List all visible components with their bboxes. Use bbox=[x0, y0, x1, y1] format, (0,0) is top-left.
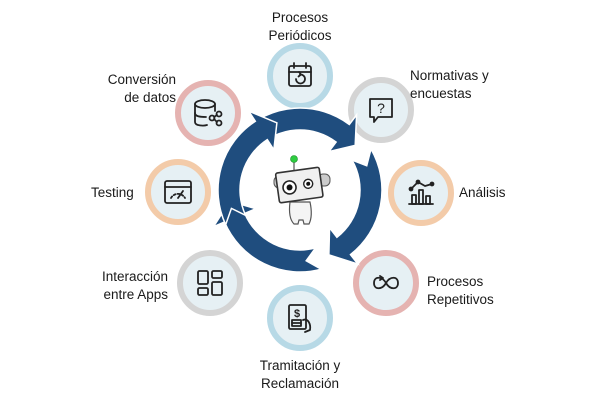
node-label-testing: Testing bbox=[91, 185, 134, 200]
bar-chart-trend-icon bbox=[408, 179, 435, 205]
app-grid-icon bbox=[197, 270, 223, 296]
node-ring bbox=[145, 159, 211, 225]
calendar-refresh-icon bbox=[288, 62, 312, 87]
node-label-normativas: Normativas y encuestas bbox=[410, 68, 489, 101]
node-testing bbox=[145, 159, 211, 225]
node-label-analisis: Análisis bbox=[459, 185, 506, 200]
cycle-arrow-segment bbox=[328, 147, 383, 266]
node-interaccion bbox=[177, 250, 243, 316]
node-ring bbox=[348, 77, 414, 143]
node-label-interaccion: Interacción entre Apps bbox=[101, 269, 168, 302]
node-analisis bbox=[388, 160, 454, 226]
node-tramitacion: $ bbox=[267, 285, 333, 351]
node-label-tramitacion: Tramitación y Reclamación bbox=[259, 358, 341, 391]
infinity-loop-icon bbox=[373, 275, 399, 290]
cycle-arrows bbox=[211, 107, 383, 273]
node-ring bbox=[388, 160, 454, 226]
svg-text:$: $ bbox=[294, 308, 300, 320]
node-normativas: ? bbox=[348, 77, 414, 143]
cycle-arrow-segment bbox=[217, 109, 278, 227]
browser-gauge-icon bbox=[164, 180, 192, 204]
node-periodicos bbox=[267, 43, 333, 109]
node-ring bbox=[175, 80, 241, 146]
node-ring bbox=[267, 285, 333, 351]
node-repetitivos bbox=[353, 250, 419, 316]
question-bubble-icon: ? bbox=[369, 98, 393, 123]
node-label-conversion: Conversión de datos bbox=[107, 72, 176, 105]
node-ring bbox=[177, 250, 243, 316]
node-label-repetitivos: Procesos Repetitivos bbox=[427, 274, 494, 307]
node-conversion bbox=[175, 80, 241, 146]
robot-icon bbox=[273, 155, 331, 225]
database-share-icon bbox=[194, 99, 223, 127]
node-label-periodicos: Procesos Periódicos bbox=[268, 10, 332, 43]
invoice-hand-icon: $ bbox=[288, 304, 312, 333]
svg-text:?: ? bbox=[377, 100, 385, 116]
